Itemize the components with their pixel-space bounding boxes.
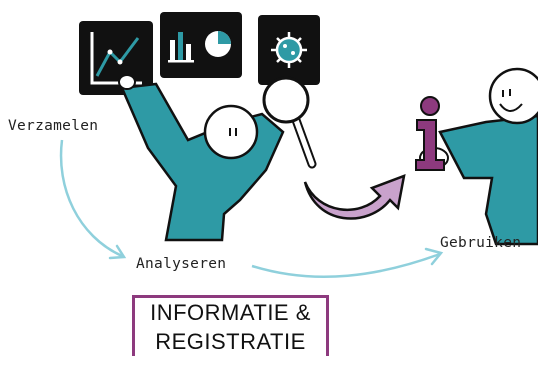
info-icon [415, 96, 445, 171]
purple-arrow [303, 174, 406, 220]
flow-arrow-use [251, 252, 441, 279]
title-line-1: INFORMATIE & [150, 300, 311, 325]
title-line-2: REGISTRATIE [155, 329, 306, 354]
label-analyseren: Analyseren [136, 256, 227, 272]
analyst-figure [118, 74, 285, 242]
line-chart-screen [79, 21, 153, 95]
virus-screen [258, 15, 320, 85]
magnifier-icon [262, 76, 317, 169]
pie-chart-icon [205, 31, 231, 57]
flow-arrow-collect [59, 139, 123, 258]
bar-pie-chart-screen [160, 12, 242, 78]
label-verzamelen: Verzamelen [8, 118, 99, 134]
bar-chart-icon [168, 32, 194, 63]
user-figure [419, 67, 538, 246]
title-box: INFORMATIE & REGISTRATIE [132, 295, 329, 356]
label-gebruiken: Gebruiken [440, 235, 522, 251]
line-chart-icon [95, 37, 140, 77]
